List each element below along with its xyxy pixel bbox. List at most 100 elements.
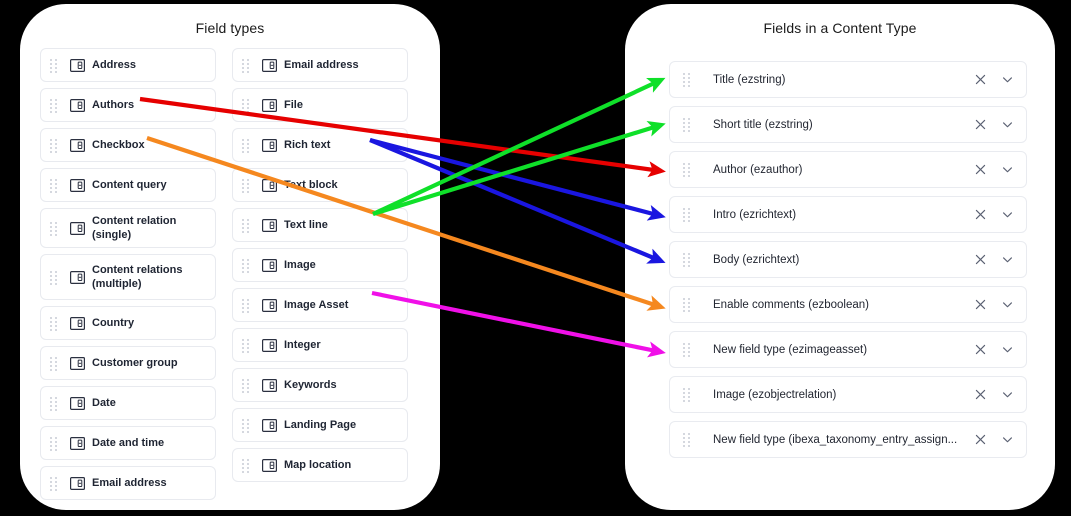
drag-handle-icon[interactable]: [242, 298, 250, 313]
close-icon[interactable]: [974, 163, 987, 176]
content-type-field-label: Title (ezstring): [713, 73, 786, 86]
field-type-card[interactable]: Date: [40, 386, 216, 421]
content-type-field-row[interactable]: Enable comments (ezboolean): [669, 286, 1027, 323]
close-icon[interactable]: [974, 433, 987, 446]
drag-handle-icon[interactable]: [242, 338, 250, 353]
drag-handle-icon[interactable]: [50, 270, 58, 285]
content-type-field-actions: [974, 118, 1014, 131]
field-type-label: Authors: [92, 98, 135, 111]
close-icon[interactable]: [974, 253, 987, 266]
drag-handle-icon[interactable]: [50, 138, 58, 153]
close-icon[interactable]: [974, 118, 987, 131]
field-type-card[interactable]: Country: [40, 306, 216, 341]
field-type-card[interactable]: Image Asset: [232, 288, 408, 322]
field-type-card[interactable]: Content relation (single): [40, 208, 216, 249]
drag-handle-icon[interactable]: [50, 178, 58, 193]
drag-handle-icon[interactable]: [242, 458, 250, 473]
field-type-icon: [70, 178, 86, 192]
drag-handle-icon[interactable]: [242, 218, 250, 233]
content-type-field-row[interactable]: New field type (ezimageasset): [669, 331, 1027, 368]
field-type-card[interactable]: Checkbox: [40, 128, 216, 162]
content-type-field-actions: [974, 343, 1014, 356]
field-type-card[interactable]: Landing Page: [232, 408, 408, 442]
chevron-down-icon[interactable]: [1001, 73, 1014, 86]
field-type-icon: [70, 221, 86, 235]
field-type-card[interactable]: Integer: [232, 328, 408, 362]
drag-handle-icon[interactable]: [242, 178, 250, 193]
content-type-field-row[interactable]: New field type (ibexa_taxonomy_entry_ass…: [669, 421, 1027, 458]
field-type-card[interactable]: Authors: [40, 88, 216, 122]
field-type-icon: [262, 218, 278, 232]
content-type-field-label: Short title (ezstring): [713, 118, 813, 131]
content-type-field-row[interactable]: Body (ezrichtext): [669, 241, 1027, 278]
drag-handle-icon[interactable]: [683, 387, 692, 402]
field-type-label: Image Asset: [284, 298, 349, 311]
close-icon[interactable]: [974, 208, 987, 221]
drag-handle-icon[interactable]: [50, 316, 58, 331]
field-type-card[interactable]: Address: [40, 48, 216, 82]
close-icon[interactable]: [974, 73, 987, 86]
field-type-card[interactable]: Text block: [232, 168, 408, 202]
field-type-card[interactable]: Keywords: [232, 368, 408, 402]
drag-handle-icon[interactable]: [50, 476, 58, 491]
drag-handle-icon[interactable]: [50, 356, 58, 371]
content-type-field-row[interactable]: Short title (ezstring): [669, 106, 1027, 143]
close-icon[interactable]: [974, 388, 987, 401]
chevron-down-icon[interactable]: [1001, 163, 1014, 176]
drag-handle-icon[interactable]: [683, 72, 692, 87]
drag-handle-icon[interactable]: [242, 258, 250, 273]
drag-handle-icon[interactable]: [683, 117, 692, 132]
drag-handle-icon[interactable]: [242, 418, 250, 433]
chevron-down-icon[interactable]: [1001, 388, 1014, 401]
content-type-field-row[interactable]: Author (ezauthor): [669, 151, 1027, 188]
drag-handle-icon[interactable]: [50, 436, 58, 451]
field-type-card[interactable]: Customer group: [40, 346, 216, 381]
drag-handle-icon[interactable]: [683, 207, 692, 222]
field-type-label: Date and time: [92, 437, 165, 450]
drag-handle-icon[interactable]: [50, 221, 58, 236]
field-type-card[interactable]: Map location: [232, 448, 408, 482]
chevron-down-icon[interactable]: [1001, 433, 1014, 446]
drag-handle-icon[interactable]: [242, 378, 250, 393]
field-type-label: Content relations (multiple): [92, 264, 183, 291]
field-type-label: Address: [92, 58, 137, 71]
field-type-card[interactable]: Image: [232, 248, 408, 282]
drag-handle-icon[interactable]: [50, 98, 58, 113]
field-type-card[interactable]: Text line: [232, 208, 408, 242]
content-type-field-row[interactable]: Image (ezobjectrelation): [669, 376, 1027, 413]
field-type-icon: [262, 138, 278, 152]
field-type-icon: [70, 396, 86, 410]
field-type-icon: [70, 356, 86, 370]
chevron-down-icon[interactable]: [1001, 343, 1014, 356]
field-type-card[interactable]: Content query: [40, 168, 216, 202]
field-type-card[interactable]: Rich text: [232, 128, 408, 162]
drag-handle-icon[interactable]: [242, 138, 250, 153]
drag-handle-icon[interactable]: [242, 58, 250, 73]
drag-handle-icon[interactable]: [683, 432, 692, 447]
field-type-label: Image: [284, 258, 316, 271]
field-type-card[interactable]: File: [232, 88, 408, 122]
drag-handle-icon[interactable]: [683, 297, 692, 312]
content-type-field-actions: [974, 388, 1014, 401]
drag-handle-icon[interactable]: [50, 58, 58, 73]
close-icon[interactable]: [974, 298, 987, 311]
chevron-down-icon[interactable]: [1001, 118, 1014, 131]
field-type-card[interactable]: Email address: [232, 48, 408, 82]
drag-handle-icon[interactable]: [683, 342, 692, 357]
field-type-label: Rich text: [284, 138, 331, 151]
field-type-card[interactable]: Email address: [40, 466, 216, 501]
close-icon[interactable]: [974, 343, 987, 356]
drag-handle-icon[interactable]: [242, 98, 250, 113]
chevron-down-icon[interactable]: [1001, 298, 1014, 311]
field-type-icon: [262, 458, 278, 472]
field-type-label: Map location: [284, 458, 352, 471]
field-type-card[interactable]: Date and time: [40, 426, 216, 461]
field-type-card[interactable]: Content relations (multiple): [40, 254, 216, 301]
drag-handle-icon[interactable]: [50, 396, 58, 411]
chevron-down-icon[interactable]: [1001, 208, 1014, 221]
content-type-field-row[interactable]: Title (ezstring): [669, 61, 1027, 98]
drag-handle-icon[interactable]: [683, 252, 692, 267]
drag-handle-icon[interactable]: [683, 162, 692, 177]
chevron-down-icon[interactable]: [1001, 253, 1014, 266]
content-type-field-row[interactable]: Intro (ezrichtext): [669, 196, 1027, 233]
